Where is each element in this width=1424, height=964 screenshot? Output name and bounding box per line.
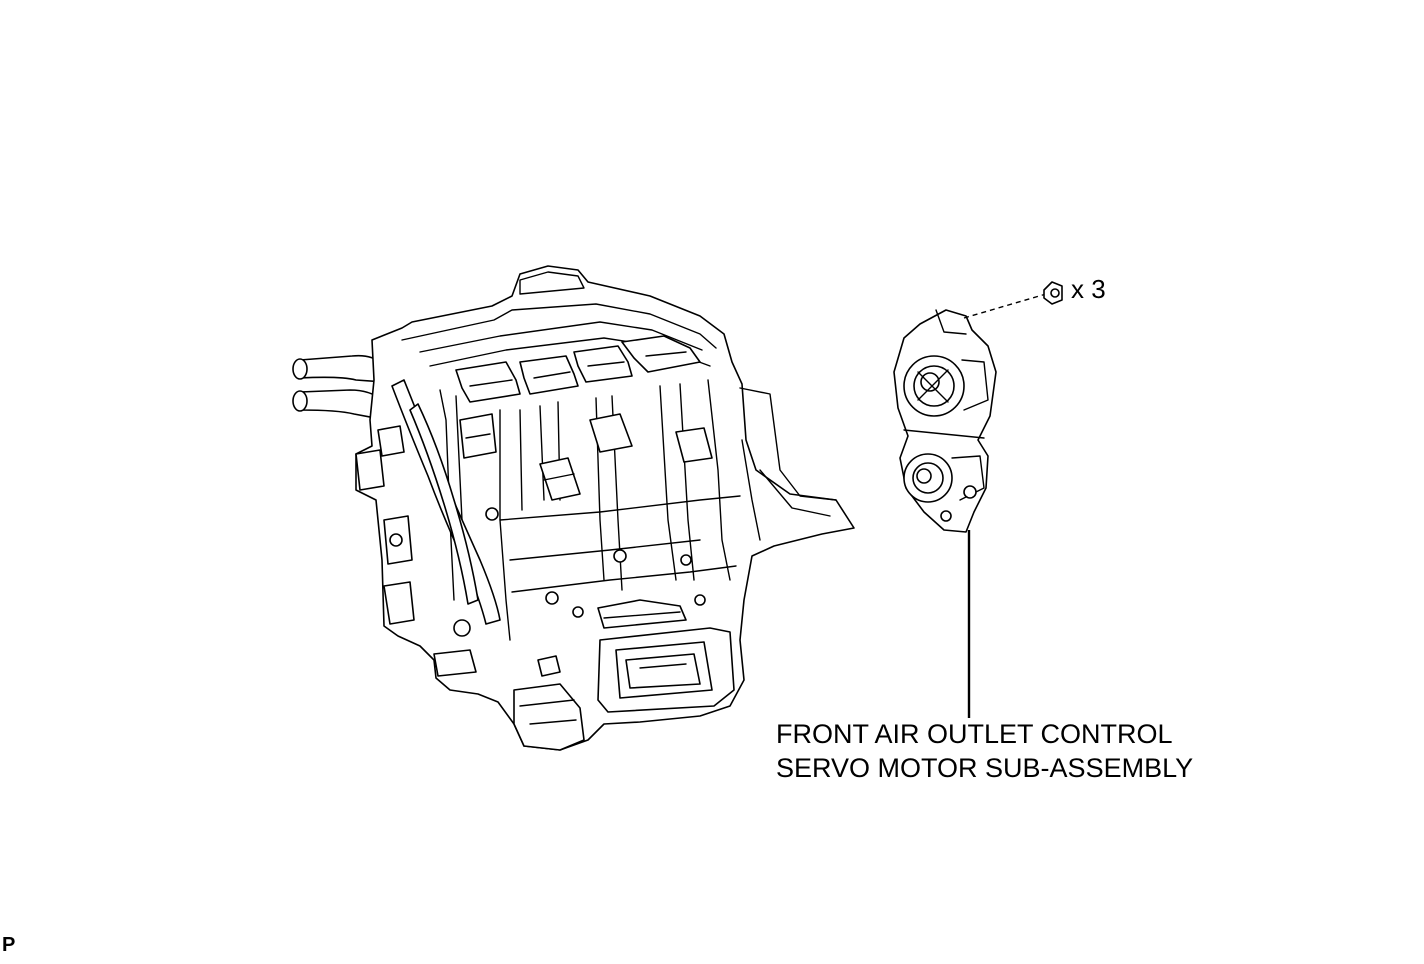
servo-motor-drawing xyxy=(893,309,997,533)
screw-alignment-line xyxy=(963,293,1047,319)
screw-quantity-label: x 3 xyxy=(1071,274,1106,304)
part-name-line-2: SERVO MOTOR SUB-ASSEMBLY xyxy=(776,753,1194,783)
part-name-label: FRONT AIR OUTLET CONTROL SERVO MOTOR SUB… xyxy=(776,717,1193,785)
screw-drawing xyxy=(963,281,1063,319)
outlet-opening-1 xyxy=(455,361,521,403)
air-conditioning-unit-drawing xyxy=(292,265,855,751)
illustration-code: P xyxy=(2,934,16,956)
servo-motor-body xyxy=(893,309,997,533)
part-name-line-1: FRONT AIR OUTLET CONTROL xyxy=(776,719,1173,749)
